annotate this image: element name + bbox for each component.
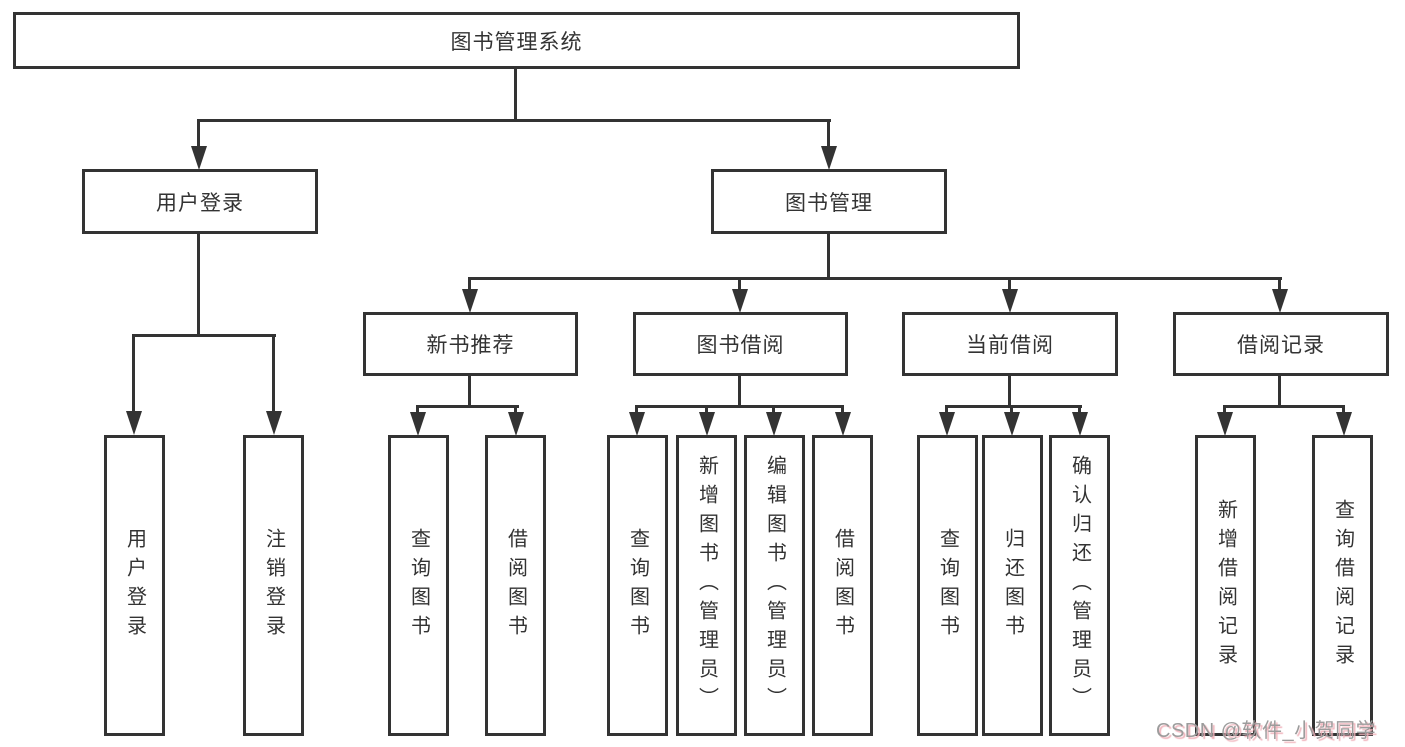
connector-new-book-drop	[468, 277, 471, 291]
connector-leaf-drop	[635, 405, 638, 416]
connector-leaf-drop	[772, 405, 775, 416]
connector-leaf-drop	[1078, 405, 1081, 416]
node-leaf-current-confirm-admin: 确认归还（管理员）	[1049, 435, 1110, 736]
connector-borrow-stem	[738, 375, 741, 408]
node-leaf-newbook-borrow: 借阅图书	[485, 435, 546, 736]
arrow-down-icon	[1004, 412, 1020, 436]
arrow-down-icon	[821, 146, 837, 170]
connector-login-drop	[132, 334, 135, 415]
watermark: CSDN @软件_小贺同学	[1156, 720, 1377, 742]
arrow-down-icon	[1072, 412, 1088, 436]
connector-new-book-rail	[416, 405, 519, 408]
connector-book-mgmt-drop	[827, 119, 830, 149]
arrow-down-icon	[939, 412, 955, 436]
connector-leaf-drop	[945, 405, 948, 416]
arrow-down-icon	[1272, 289, 1288, 313]
connector-borrow-drop	[738, 277, 741, 291]
arrow-down-icon	[629, 412, 645, 436]
connector-current-rail	[945, 405, 1082, 408]
arrow-down-icon	[732, 289, 748, 313]
node-leaf-newbook-query: 查询图书	[388, 435, 449, 736]
node-leaf-user-login: 用户登录	[104, 435, 165, 736]
arrow-down-icon	[266, 411, 282, 435]
node-book-borrow: 图书借阅	[633, 312, 848, 376]
node-leaf-borrow-edit-admin: 编辑图书（管理员）	[744, 435, 805, 736]
connector-leaf-drop	[1223, 405, 1226, 416]
connector-level2-rail	[197, 119, 831, 122]
connector-user-login-rail	[132, 334, 276, 337]
connector-leaf-drop	[1342, 405, 1345, 416]
connector-logout-drop	[272, 334, 275, 415]
connector-current-drop	[1008, 277, 1011, 291]
arrow-down-icon	[126, 411, 142, 435]
arrow-down-icon	[508, 412, 524, 436]
arrow-down-icon	[1217, 412, 1233, 436]
arrow-down-icon	[766, 412, 782, 436]
connector-book-mgmt-stem	[827, 233, 830, 279]
arrow-down-icon	[699, 412, 715, 436]
connector-leaf-drop	[841, 405, 844, 416]
node-leaf-logout: 注销登录	[243, 435, 304, 736]
node-leaf-borrow-add-admin: 新增图书（管理员）	[676, 435, 737, 736]
arrow-down-icon	[462, 289, 478, 313]
connector-new-book-stem	[468, 375, 471, 408]
connector-root-stem	[514, 68, 517, 121]
node-leaf-record-add: 新增借阅记录	[1195, 435, 1256, 736]
connector-user-login-stem	[197, 233, 200, 336]
connector-leaf-drop	[1010, 405, 1013, 416]
connector-level3-rail	[468, 277, 1282, 280]
arrow-down-icon	[1336, 412, 1352, 436]
node-leaf-borrow-borrow: 借阅图书	[812, 435, 873, 736]
connector-record-drop	[1278, 277, 1281, 291]
node-book-management: 图书管理	[711, 169, 947, 234]
node-leaf-current-query: 查询图书	[917, 435, 978, 736]
arrow-down-icon	[191, 146, 207, 170]
node-borrow-record: 借阅记录	[1173, 312, 1389, 376]
connector-user-login-drop	[197, 119, 200, 149]
connector-current-stem	[1008, 375, 1011, 408]
node-leaf-current-return: 归还图书	[982, 435, 1043, 736]
connector-leaf-drop	[705, 405, 708, 416]
node-leaf-borrow-query: 查询图书	[607, 435, 668, 736]
arrow-down-icon	[835, 412, 851, 436]
arrow-down-icon	[410, 412, 426, 436]
node-library-management-system: 图书管理系统	[13, 12, 1020, 69]
connector-leaf-drop	[514, 405, 517, 416]
node-user-login: 用户登录	[82, 169, 318, 234]
arrow-down-icon	[1002, 289, 1018, 313]
node-new-book-recommend: 新书推荐	[363, 312, 578, 376]
node-current-borrow: 当前借阅	[902, 312, 1118, 376]
connector-record-stem	[1278, 375, 1281, 408]
connector-leaf-drop	[416, 405, 419, 416]
connector-record-rail	[1223, 405, 1345, 408]
node-leaf-record-query: 查询借阅记录	[1312, 435, 1373, 736]
connector-borrow-rail	[635, 405, 844, 408]
